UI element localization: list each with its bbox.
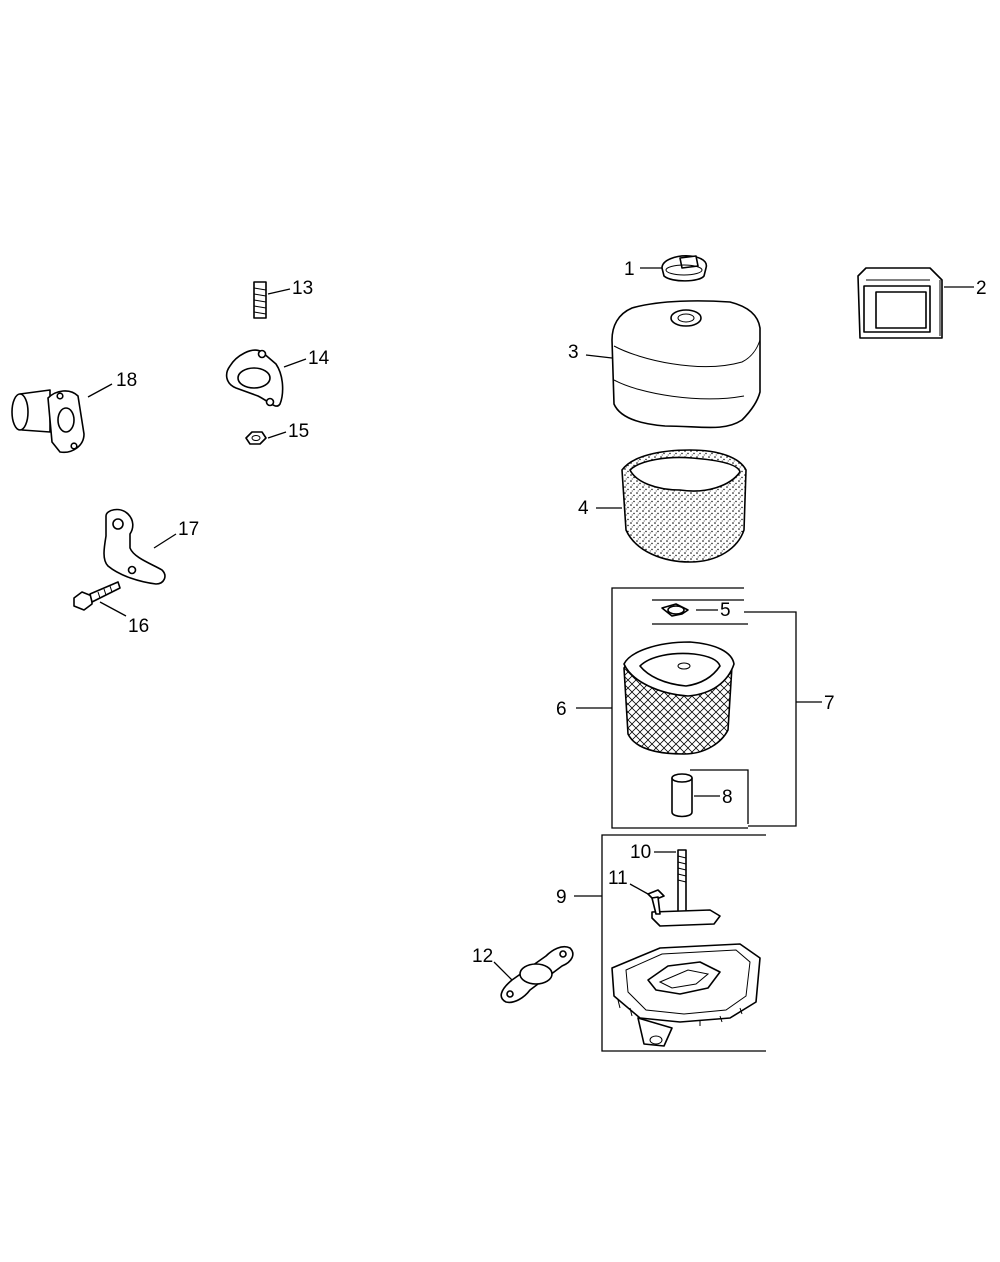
callout-12: 12 [472,946,493,967]
gasket-part [500,945,574,1004]
callout-13: 13 [292,278,313,299]
foam-precleaner-part [621,449,747,563]
spacer-tube-part [671,773,693,818]
leader-12 [493,961,513,981]
callout-11: 11 [608,868,628,889]
callout-10: 10 [630,842,651,863]
callout-17: 17 [178,519,199,540]
callout-15: 15 [288,421,309,442]
base-frame [601,834,766,1052]
leader-3 [585,354,613,359]
leader-13 [267,288,291,295]
callout-7: 7 [824,693,835,714]
callout-14: 14 [308,348,330,369]
callout-5: 5 [720,600,731,621]
callout-2: 2 [976,278,987,299]
bolt-part [73,581,121,611]
bracket-17-part [103,508,166,585]
callout-6: 6 [556,699,567,720]
callout-1: 1 [624,259,635,280]
flange-gasket-14-part [225,349,284,407]
callout-4: 4 [578,498,589,519]
nut-part [245,431,267,445]
stud-part [677,849,687,917]
wing-nut-part [661,603,689,617]
callout-9: 9 [556,887,567,908]
leader-16 [99,601,127,617]
bracket-plate-part [651,909,721,927]
callout-3: 3 [568,342,579,363]
air-cleaner-cover-part [611,300,761,429]
leader-7 [744,611,822,827]
leader-15 [267,431,287,439]
tube-flange-part [11,389,85,454]
screw-part [647,889,665,915]
leader-14 [283,358,307,368]
stud-13-part [253,281,267,319]
leader-17 [153,533,177,549]
callout-16: 16 [128,616,149,637]
leader-11 [629,883,649,895]
callout-8: 8 [722,787,733,808]
leader-18 [87,383,113,398]
top-panel-part [857,267,943,339]
callout-18: 18 [116,370,137,391]
knob-part [661,255,708,282]
base-plate-part [611,943,761,1047]
air-filter-element-part [623,641,735,755]
